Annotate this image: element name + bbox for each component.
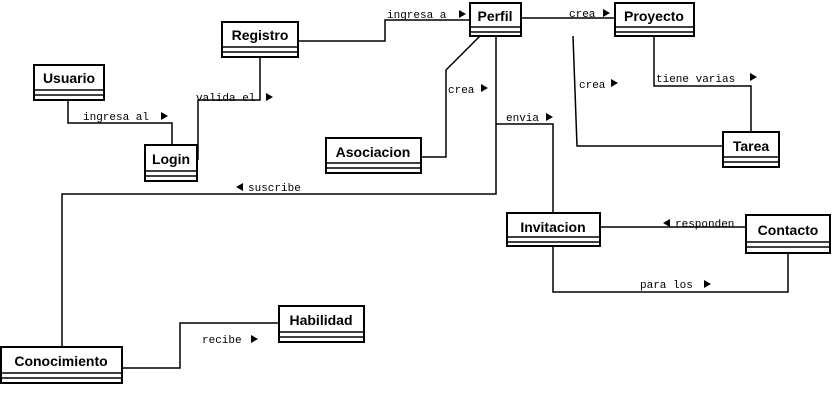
arrow-left-icon	[663, 219, 670, 227]
class-habilidad-name: Habilidad	[289, 312, 352, 328]
label-ingresa-al-text: ingresa al	[83, 112, 149, 124]
arrow-right-icon	[481, 84, 488, 92]
label-crea-asociacion-text: crea	[448, 85, 475, 97]
class-perfil-name: Perfil	[477, 8, 512, 24]
class-proyecto-name: Proyecto	[624, 8, 684, 24]
class-conocimiento-name: Conocimiento	[14, 353, 107, 369]
class-contacto: Contacto	[745, 214, 831, 254]
label-recibe-text: recibe	[202, 335, 242, 347]
class-login: Login	[144, 144, 198, 182]
class-invitacion-name: Invitacion	[520, 219, 585, 235]
arrow-right-icon	[603, 9, 610, 17]
label-ingresa-a: ingresa a	[387, 10, 466, 22]
label-responden: responden	[663, 219, 734, 231]
label-para-los: para los	[640, 280, 711, 292]
arrow-right-icon	[611, 79, 618, 87]
class-registro-name: Registro	[232, 27, 289, 43]
arrow-right-icon	[266, 93, 273, 101]
class-asociacion: Asociacion	[325, 137, 422, 174]
label-envia-text: envia	[506, 113, 539, 125]
label-ingresa-al: ingresa al	[83, 112, 168, 124]
class-login-name: Login	[152, 151, 190, 167]
class-habilidad: Habilidad	[278, 305, 365, 343]
label-crea-tarea: crea	[579, 79, 618, 92]
connectors	[61, 17, 789, 369]
label-suscribe-text: suscribe	[248, 183, 301, 195]
edge-invitacion-contacto-bottom	[552, 246, 789, 293]
class-asociacion-name: Asociacion	[336, 144, 411, 160]
arrow-left-icon	[236, 183, 243, 191]
arrow-right-icon	[704, 280, 711, 288]
edge-perfil-tarea	[572, 35, 723, 147]
label-crea-proyecto: crea	[569, 9, 610, 21]
label-recibe: recibe	[202, 335, 258, 347]
class-usuario: Usuario	[33, 64, 105, 101]
class-tarea: Tarea	[722, 131, 780, 168]
label-crea-asociacion: crea	[448, 84, 488, 97]
label-ingresa-a-text: ingresa a	[387, 10, 447, 22]
label-para-los-text: para los	[640, 280, 693, 292]
label-valida-el-text: valida el	[196, 93, 255, 105]
class-invitacion: Invitacion	[506, 212, 601, 247]
edge-proyecto-tarea	[653, 36, 752, 132]
label-suscribe: suscribe	[236, 183, 301, 195]
edge-registro-perfil	[298, 19, 470, 42]
label-responden-text: responden	[675, 219, 734, 231]
class-conocimiento: Conocimiento	[0, 346, 123, 384]
label-crea-proyecto-text: crea	[569, 9, 596, 21]
edge-usuario-login	[67, 100, 173, 145]
class-usuario-name: Usuario	[43, 70, 95, 86]
arrow-right-icon	[546, 113, 553, 121]
class-tarea-name: Tarea	[733, 138, 770, 154]
class-contacto-name: Contacto	[758, 222, 819, 238]
label-crea-tarea-text: crea	[579, 80, 606, 92]
arrow-right-icon	[161, 112, 168, 120]
arrow-right-icon	[251, 335, 258, 343]
label-valida-el: valida el	[196, 93, 273, 105]
edge-perfil-invitacion	[495, 36, 554, 213]
edge-perfil-conocimiento	[61, 124, 497, 347]
edge-login-registro	[197, 57, 261, 160]
class-proyecto: Proyecto	[614, 2, 695, 37]
edge-perfil-asociacion	[421, 35, 481, 158]
arrow-right-icon	[750, 73, 757, 81]
label-envia: envia	[506, 113, 553, 125]
class-perfil: Perfil	[469, 2, 522, 37]
class-registro: Registro	[221, 21, 299, 58]
edge-conocimiento-habilidad	[122, 322, 279, 369]
arrow-right-icon	[459, 10, 466, 18]
label-tiene-varias: tiene varias	[656, 73, 757, 86]
relation-labels: ingresa al valida el ingresa a crea crea…	[83, 9, 757, 347]
label-tiene-varias-text: tiene varias	[656, 74, 735, 86]
